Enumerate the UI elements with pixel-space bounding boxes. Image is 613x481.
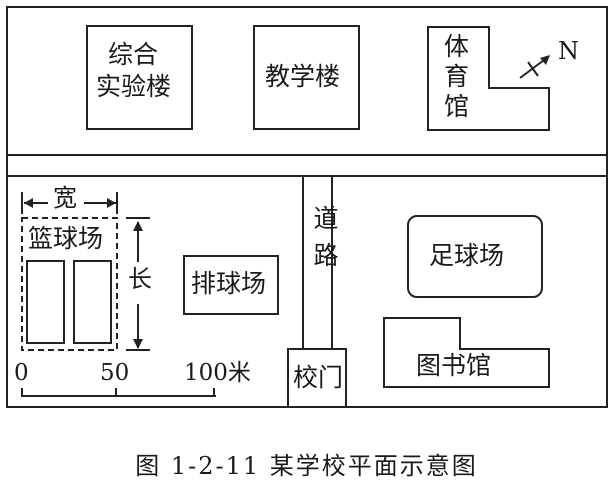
road-vertical — [302, 176, 333, 408]
north-label: N — [558, 37, 579, 65]
north-arrow-head — [540, 55, 550, 65]
road-horizontal — [6, 155, 608, 177]
football-field: 足球场 — [407, 215, 543, 298]
road-label: 道路 — [310, 205, 339, 279]
library-label: 图书馆 — [416, 351, 492, 380]
scale-label-0: 0 — [14, 360, 29, 386]
gym-label-2: 育 — [444, 62, 470, 91]
lab-building: 综合 实验楼 — [86, 25, 193, 130]
scale-label-100: 100米 — [184, 360, 251, 386]
lab-label-line1: 综合 — [108, 40, 159, 69]
basketball-court-left — [26, 260, 65, 344]
width-arrow-left — [24, 198, 33, 208]
width-arrow-right — [107, 198, 116, 208]
football-label: 足球场 — [429, 241, 505, 270]
gate-label: 校门 — [293, 363, 344, 392]
scale-label-50: 50 — [100, 360, 130, 386]
width-label: 宽 — [53, 184, 77, 212]
lab-label-line2: 实验楼 — [96, 72, 172, 101]
basketball-court-right — [73, 260, 112, 344]
basketball-label: 篮球场 — [28, 224, 104, 253]
basketball-court-outline — [21, 217, 118, 351]
teaching-label: 教学楼 — [265, 62, 341, 91]
volleyball-court: 排球场 — [183, 255, 279, 315]
length-arrow-top — [133, 221, 143, 231]
gym-label-1: 体 — [444, 32, 470, 61]
gym-outline — [427, 26, 550, 131]
length-arrow-bottom — [133, 339, 143, 349]
north-section — [6, 6, 608, 156]
school-gate: 校门 — [287, 348, 347, 408]
library-outline — [383, 317, 550, 388]
figure-caption: 图 1-2-11 某学校平面示意图 — [135, 452, 478, 480]
gym-label-3: 馆 — [444, 92, 470, 121]
north-arrow-cross — [527, 61, 539, 77]
volleyball-label: 排球场 — [191, 269, 267, 298]
teaching-building: 教学楼 — [253, 25, 360, 130]
length-label: 长 — [128, 265, 152, 294]
